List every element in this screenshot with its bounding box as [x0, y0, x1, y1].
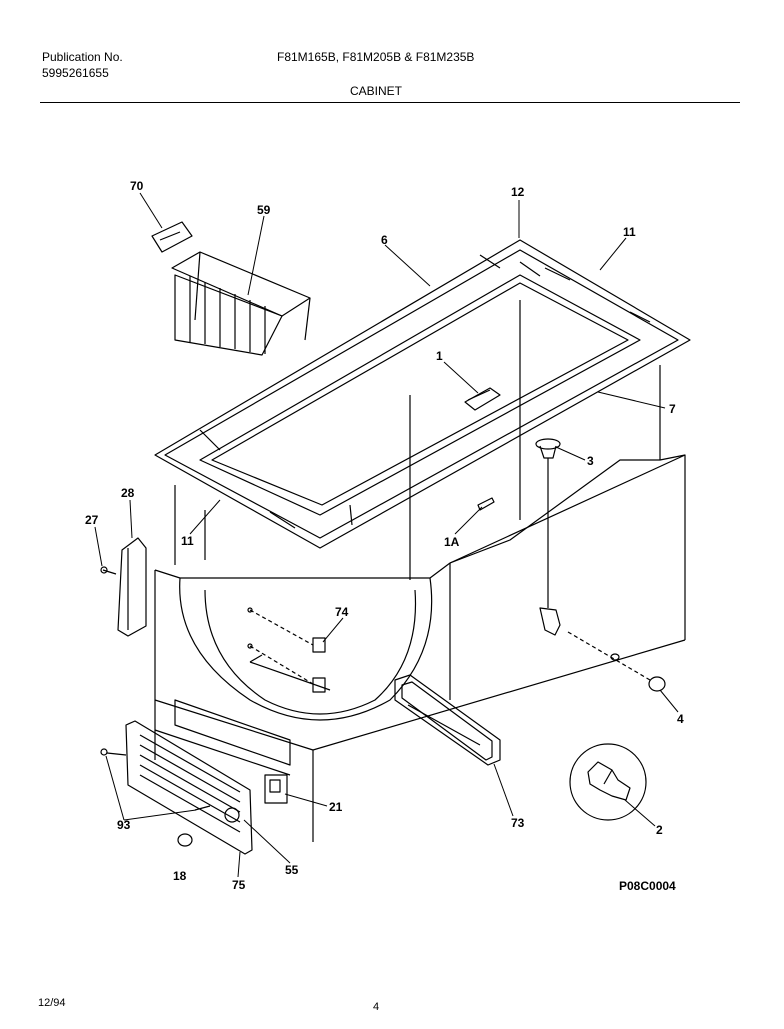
model-numbers: F81M165B, F81M205B & F81M235B: [277, 50, 475, 64]
strike-pin: [477, 497, 495, 511]
callout-73: 73: [511, 816, 525, 830]
callout-18: 18: [173, 869, 187, 883]
callout-74: 74: [335, 605, 349, 619]
hinge-clip: [464, 387, 501, 411]
callout-2: 2: [656, 823, 663, 837]
callout-6: 6: [381, 233, 388, 247]
grille-plug: [177, 833, 193, 847]
callout-70: 70: [130, 179, 144, 193]
callout-59: 59: [257, 203, 271, 217]
cord-bracket: [264, 774, 288, 804]
callout-12: 12: [511, 185, 525, 199]
callout-3: 3: [587, 454, 594, 468]
leader-lines: [94, 192, 679, 878]
callout-27: 27: [85, 513, 99, 527]
drain-tube: [539, 458, 666, 692]
callout-1: 1: [436, 349, 443, 363]
callout-labels: 70 59 6 12 11 1 7 3 28 27 11 1A 74 4 21 …: [85, 179, 684, 892]
lid-stop-clips: [247, 607, 326, 693]
section-title: CABINET: [350, 84, 403, 98]
basket-hanger: [151, 221, 193, 253]
callout-55: 55: [285, 863, 299, 877]
page-number: 4: [373, 1001, 380, 1013]
figure-code: P08C0004: [619, 879, 676, 893]
callout-21: 21: [329, 800, 343, 814]
callout-11-top: 11: [623, 225, 636, 239]
cabinet-body: [154, 300, 686, 842]
header-rule: [40, 102, 740, 103]
lid-frame: [154, 239, 691, 549]
callout-11-left: 11: [181, 534, 194, 548]
drain-fitting-detail: [569, 743, 647, 821]
lid-hinge: [100, 537, 147, 637]
callout-7: 7: [669, 402, 676, 416]
publication-number: 5995261655: [42, 66, 109, 80]
callout-93: 93: [117, 818, 131, 832]
grille-bracket: [154, 699, 291, 776]
callout-4: 4: [677, 712, 684, 726]
footer-date: 12/94: [38, 997, 66, 1009]
grille-screws: [100, 748, 211, 811]
drain-plug: [535, 438, 561, 459]
callout-28: 28: [121, 486, 135, 500]
callout-75: 75: [232, 878, 246, 892]
publication-label: Publication No.: [42, 50, 123, 64]
callout-1a: 1A: [444, 535, 460, 549]
wire-basket: [171, 251, 311, 356]
nameplate: [394, 674, 501, 766]
condenser-grille: [125, 720, 253, 855]
